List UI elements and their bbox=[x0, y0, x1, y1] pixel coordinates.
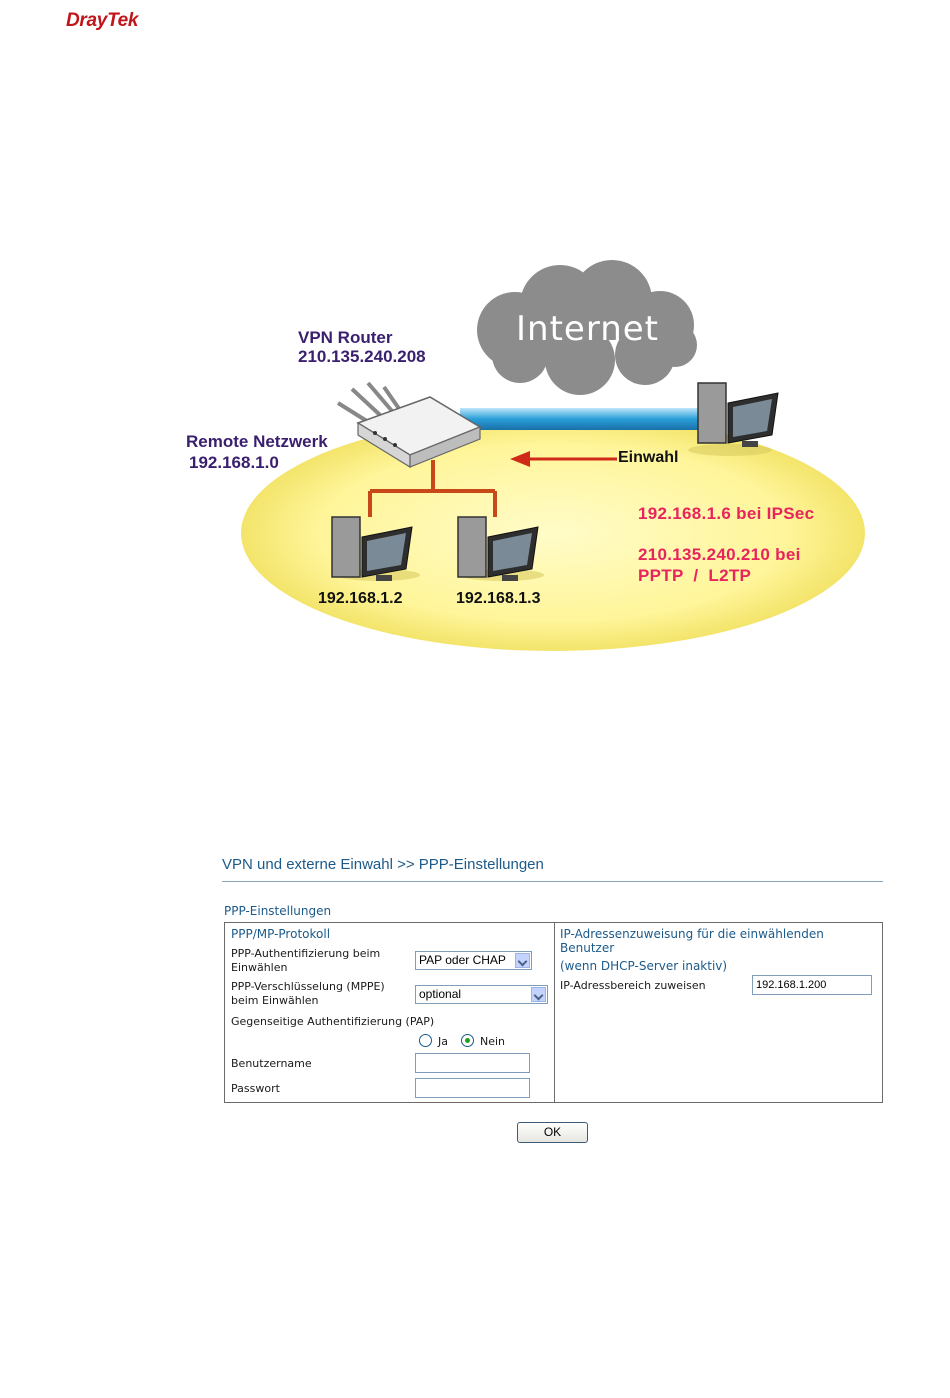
breadcrumb: VPN und externe Einwahl >> PPP-Einstellu… bbox=[222, 856, 544, 873]
section-title: PPP-Einstellungen bbox=[224, 904, 332, 918]
breadcrumb-divider bbox=[222, 881, 883, 882]
ip-assignment-heading-1: IP-Adressenzuweisung für die einwählende… bbox=[560, 927, 824, 941]
chevron-down-icon bbox=[531, 987, 546, 1002]
internet-label: Internet bbox=[516, 309, 660, 349]
password-input[interactable] bbox=[415, 1078, 530, 1098]
auth-label-line-1: PPP-Authentifizierung beim bbox=[231, 947, 381, 960]
diagram-graphics bbox=[241, 260, 865, 651]
ok-button[interactable]: OK bbox=[517, 1122, 588, 1143]
logo-tek: Tek bbox=[107, 10, 139, 31]
internet-cloud bbox=[477, 260, 697, 395]
dial-in-arrow bbox=[510, 451, 617, 467]
ip-assignment-heading-2: Benutzer bbox=[560, 941, 615, 955]
auth-select-value: PAP oder CHAP bbox=[419, 953, 506, 967]
username-label: Benutzername bbox=[231, 1057, 312, 1070]
lan-links bbox=[368, 460, 497, 517]
username-input[interactable] bbox=[415, 1053, 530, 1073]
encryption-label-line-1: PPP-Verschlüsselung (MPPE) bbox=[231, 980, 385, 993]
remote-network-ip-label: 192.168.1.0 bbox=[189, 453, 279, 472]
ip-range-label: IP-Adressbereich zuweisen bbox=[560, 979, 706, 992]
router-ip-label: 210.135.240.208 bbox=[298, 347, 426, 366]
ip-assignment-heading-3: (wenn DHCP-Server inaktiv) bbox=[560, 959, 728, 973]
panel-divider bbox=[554, 923, 555, 1102]
ppp-settings-panel: PPP/MP-Protokoll PPP-Authentifizierung b… bbox=[224, 922, 883, 1103]
draytek-logo: DrayTek bbox=[66, 10, 139, 32]
auth-label-line-2: Einwählen bbox=[231, 961, 288, 974]
host-pc-2-icon bbox=[457, 516, 544, 581]
auth-select[interactable]: PAP oder CHAP bbox=[415, 951, 532, 970]
pptp-l2tp-label: PPTP / L2TP bbox=[638, 566, 752, 585]
router-icon bbox=[336, 381, 482, 469]
router-name-label: VPN Router bbox=[298, 328, 393, 347]
radio-no[interactable] bbox=[461, 1034, 474, 1047]
dial-in-label: Einwahl bbox=[618, 449, 679, 466]
encryption-select-value: optional bbox=[419, 987, 462, 1001]
mutual-auth-label: Gegenseitige Authentifizierung (PAP) bbox=[231, 1015, 435, 1028]
remote-client-pc-icon bbox=[688, 382, 779, 456]
network-diagram: Internet VPN Router 210.135.240.208 Remo… bbox=[180, 255, 880, 660]
encryption-label: PPP-Verschlüsselung (MPPE) beim Einwähle… bbox=[231, 980, 385, 1008]
ipsec-address-label: 192.168.1.6 bei IPSec bbox=[638, 504, 815, 523]
encryption-select[interactable]: optional bbox=[415, 985, 548, 1004]
host-pc-1-icon bbox=[331, 516, 420, 581]
remote-network-area bbox=[241, 415, 865, 651]
host-1-ip-label: 192.168.1.2 bbox=[318, 590, 403, 607]
pptp-address-label: 210.135.240.210 bei bbox=[638, 545, 801, 564]
ppp-protocol-heading: PPP/MP-Protokoll bbox=[231, 927, 331, 941]
chevron-down-icon bbox=[515, 953, 530, 968]
auth-label: PPP-Authentifizierung beim Einwählen bbox=[231, 947, 380, 975]
encryption-label-line-2: beim Einwählen bbox=[231, 994, 319, 1007]
vpn-tunnel bbox=[460, 408, 710, 430]
radio-yes-label: Ja bbox=[438, 1035, 448, 1048]
radio-no-label: Nein bbox=[480, 1035, 506, 1048]
ip-range-input[interactable] bbox=[752, 975, 872, 995]
password-label: Passwort bbox=[231, 1082, 280, 1095]
logo-dray: Dray bbox=[66, 10, 108, 31]
remote-network-name-label: Remote Netzwerk bbox=[186, 432, 328, 451]
host-2-ip-label: 192.168.1.3 bbox=[456, 590, 541, 607]
radio-yes[interactable] bbox=[419, 1034, 432, 1047]
